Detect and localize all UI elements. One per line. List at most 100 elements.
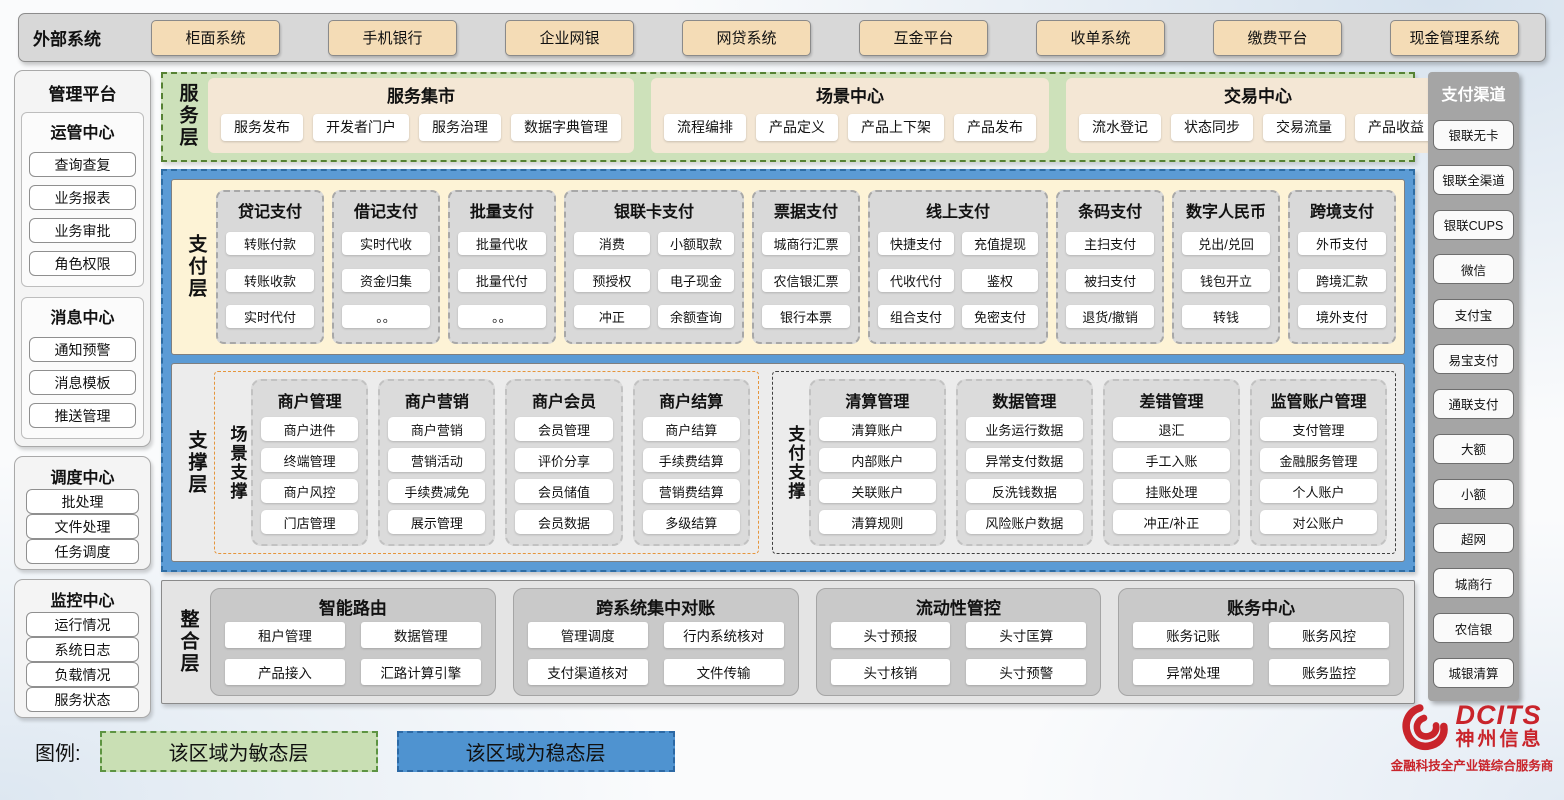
payment-chip: 鉴权: [962, 268, 1039, 292]
integration-chip: 管理调度: [527, 622, 648, 649]
payment-chip: 代收代付: [877, 268, 955, 292]
group-items: 服务发布开发者门户服务治理数据字典管理: [218, 109, 624, 145]
logo-texts: DCITS 神州信息: [1455, 702, 1543, 752]
support-chip: 退汇: [1112, 417, 1230, 441]
support-column: 商户管理 商户进件终端管理商户风控门店管理: [251, 379, 369, 546]
integration-chip: 头寸预警: [966, 658, 1087, 685]
support-chip: 会员数据: [515, 510, 613, 534]
payment-chip: 实时代收: [341, 231, 430, 255]
management-chip: 角色权限: [29, 251, 136, 276]
support-group: 场景支撑 商户管理 商户进件终端管理商户风控门店管理 商户营销 商户营销营销活动…: [214, 371, 759, 554]
support-chip: 门店管理: [261, 510, 359, 534]
support-chip: 关联账户: [818, 479, 936, 503]
payment-chip: 主扫支付: [1066, 231, 1155, 255]
group-items: 账务记账账务风控异常处理账务监控: [1133, 621, 1389, 686]
column-title: 商户营销: [404, 394, 469, 411]
management-chip: 业务审批: [29, 218, 136, 243]
integration-group: 流动性管控 头寸预报头寸匡算头寸核销头寸预警: [815, 588, 1102, 696]
management-chip: 运行情况: [26, 612, 139, 637]
integration-groups: 智能路由 租户管理数据管理产品接入汇路计算引擎 跨系统集中对账 管理调度行内系统…: [210, 588, 1404, 696]
support-chip: 评价分享: [515, 448, 613, 472]
support-column: 商户营销 商户营销营销活动手续费减免展示管理: [378, 379, 496, 546]
management-chip: 业务报表: [29, 185, 136, 210]
payment-column: 票据支付 城商行汇票农信银汇票银行本票: [752, 190, 860, 344]
service-chip: 服务治理: [419, 113, 501, 141]
external-systems-label: 外部系统: [33, 30, 101, 49]
integration-chip: 支付渠道核对: [527, 658, 648, 685]
management-panel: 管理平台 运管中心 查询查复业务报表业务审批角色权限 消息中心 通知预警消息模板…: [14, 70, 151, 447]
payment-chip: 。。: [341, 305, 430, 329]
integration-chip: 产品接入: [225, 658, 345, 685]
service-chip: 产品发布: [954, 113, 1036, 141]
group-items: 流程编排产品定义产品上下架产品发布: [661, 109, 1039, 145]
management-chip: 消息模板: [29, 370, 136, 395]
integration-chip: 头寸预报: [830, 622, 951, 649]
payment-chip: 充值提现: [962, 231, 1039, 255]
group-title: 流动性管控: [915, 599, 1001, 618]
logo-row: DCITS 神州信息: [1385, 702, 1559, 752]
payment-column: 贷记支付 转账付款转账收款实时代付: [216, 190, 324, 344]
column-title: 线上支付: [926, 204, 991, 221]
payment-chip: 跨境汇款: [1298, 268, 1386, 292]
external-system-chip: 现金管理系统: [1390, 19, 1519, 56]
service-chip: 状态同步: [1171, 113, 1253, 141]
support-layer: 支撑层 场景支撑 商户管理 商户进件终端管理商户风控门店管理 商户营销: [171, 363, 1405, 562]
channel-chip: 支付宝: [1433, 299, 1514, 330]
service-layer: 服务层 服务集市 服务发布开发者门户服务治理数据字典管理 场景中心 流程编排产品…: [161, 72, 1450, 162]
payment-column: 批量支付 批量代收批量代付。。: [447, 190, 556, 344]
column-items: 商户结算手续费结算营销费结算多级结算: [642, 416, 740, 535]
payment-chip: 组合支付: [877, 305, 955, 329]
channel-chip: 超网: [1433, 523, 1514, 554]
service-group: 交易中心 流水登记状态同步交易流量产品收益: [1066, 78, 1450, 153]
payment-chip: 被扫支付: [1066, 268, 1155, 292]
management-chip: 文件处理: [26, 514, 139, 539]
payment-chip: 批量代付: [457, 268, 546, 292]
payment-chip: 外币支付: [1298, 231, 1386, 255]
channel-chip: 城商行: [1433, 568, 1514, 599]
payment-chip: 兑出/兑回: [1182, 231, 1271, 255]
integration-chip: 行内系统核对: [663, 622, 784, 649]
column-items: 消费小额取款预授权电子现金冲正余额查询: [573, 226, 735, 334]
support-chip: 清算规则: [818, 510, 936, 534]
support-chip: 清算账户: [818, 417, 936, 441]
column-title: 数字人民币: [1186, 204, 1267, 221]
column-title: 银联卡支付: [613, 204, 694, 221]
group-title: 智能路由: [318, 599, 387, 618]
section-items: 运行情况系统日志负载情况服务状态: [21, 612, 144, 712]
column-items: 批量代收批量代付。。: [457, 226, 546, 334]
payment-chip: 银行本票: [762, 305, 850, 329]
service-chip: 服务发布: [221, 113, 303, 141]
payment-channels-title: 支付渠道: [1441, 87, 1506, 104]
external-system-chip: 柜面系统: [151, 19, 280, 56]
payment-chip: 余额查询: [657, 305, 735, 329]
external-systems-bar: 外部系统 柜面系统手机银行企业网银网贷系统互金平台收单系统缴费平台现金管理系统: [18, 13, 1546, 62]
legend: 图例: 该区域为敏态层 该区域为稳态层: [35, 731, 675, 772]
group-items: 流水登记状态同步交易流量产品收益: [1076, 109, 1440, 145]
payment-column: 跨境支付 外币支付跨境汇款境外支付: [1288, 190, 1396, 344]
column-title: 清算管理: [845, 394, 910, 411]
support-chip: 内部账户: [818, 448, 936, 472]
column-items: 快捷支付充值提现代收代付鉴权组合支付免密支付: [877, 226, 1039, 334]
management-panel: 监控中心 运行情况系统日志负载情况服务状态: [14, 579, 151, 718]
column-items: 实时代收资金归集。。: [341, 226, 430, 334]
column-title: 商户结算: [659, 394, 724, 411]
support-chip: 个人账户: [1259, 479, 1378, 503]
support-group: 支付支撑 清算管理 清算账户内部账户关联账户清算规则 数据管理 业务运行数据异常…: [771, 371, 1396, 554]
integration-chip: 租户管理: [225, 622, 345, 649]
support-chip: 商户营销: [388, 417, 486, 441]
support-layer-label: 支撑层: [185, 429, 207, 496]
integration-chip: 头寸匡算: [966, 622, 1087, 649]
external-system-chip: 网贷系统: [682, 19, 811, 56]
column-items: 城商行汇票农信银汇票银行本票: [762, 226, 850, 334]
logo-company: 神州信息: [1455, 729, 1544, 751]
service-group: 服务集市 服务发布开发者门户服务治理数据字典管理: [208, 78, 634, 153]
payment-chip: 冲正: [573, 305, 650, 329]
support-chip: 会员储值: [515, 479, 613, 503]
external-system-chip: 企业网银: [505, 19, 634, 56]
legend-label: 图例:: [35, 743, 81, 765]
management-section: 消息中心 通知预警消息模板推送管理: [21, 297, 144, 439]
payment-chip: 实时代付: [226, 305, 314, 329]
payment-column: 银联卡支付 消费小额取款预授权电子现金冲正余额查询: [563, 190, 745, 344]
channel-chip: 易宝支付: [1433, 344, 1514, 375]
